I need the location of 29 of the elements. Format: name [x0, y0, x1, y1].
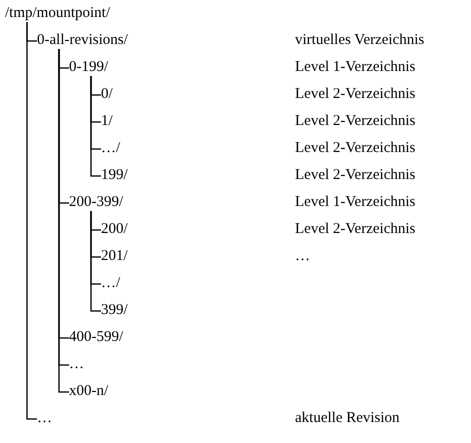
tree-connector	[26, 22, 37, 420]
directory-name: 1/	[101, 112, 113, 130]
directory-description: virtuelles Verzeichnis	[295, 31, 424, 49]
directory-name: 0-199/	[69, 58, 108, 76]
directory-name: …/	[101, 139, 120, 157]
directory-name: 0-all-revisions/	[37, 31, 128, 49]
directory-name: 199/	[101, 166, 128, 184]
directory-name: 201/	[101, 247, 128, 265]
directory-description: …	[295, 247, 310, 265]
directory-name: …	[69, 355, 84, 373]
directory-name: /tmp/mountpoint/	[5, 4, 110, 22]
directory-description: Level 2-Verzeichnis	[295, 166, 416, 184]
directory-name: 399/	[101, 301, 128, 319]
directory-name: 400-599/	[69, 328, 124, 346]
directory-description: Level 2-Verzeichnis	[295, 85, 416, 103]
directory-description: Level 2-Verzeichnis	[295, 112, 416, 130]
directory-description: Level 2-Verzeichnis	[295, 220, 416, 238]
directory-name: x00-n/	[69, 382, 108, 400]
directory-description: Level 1-Verzeichnis	[295, 58, 416, 76]
directory-name: 0/	[101, 85, 113, 103]
tree-connector	[90, 76, 101, 177]
directory-name: …	[37, 409, 52, 427]
directory-description: aktuelle Revision	[295, 409, 400, 427]
directory-name: …/	[101, 274, 120, 292]
directory-name: 200/	[101, 220, 128, 238]
directory-description: Level 2-Verzeichnis	[295, 139, 416, 157]
directory-description: Level 1-Verzeichnis	[295, 193, 416, 211]
tree-connector	[90, 211, 101, 312]
directory-name: 200-399/	[69, 193, 124, 211]
